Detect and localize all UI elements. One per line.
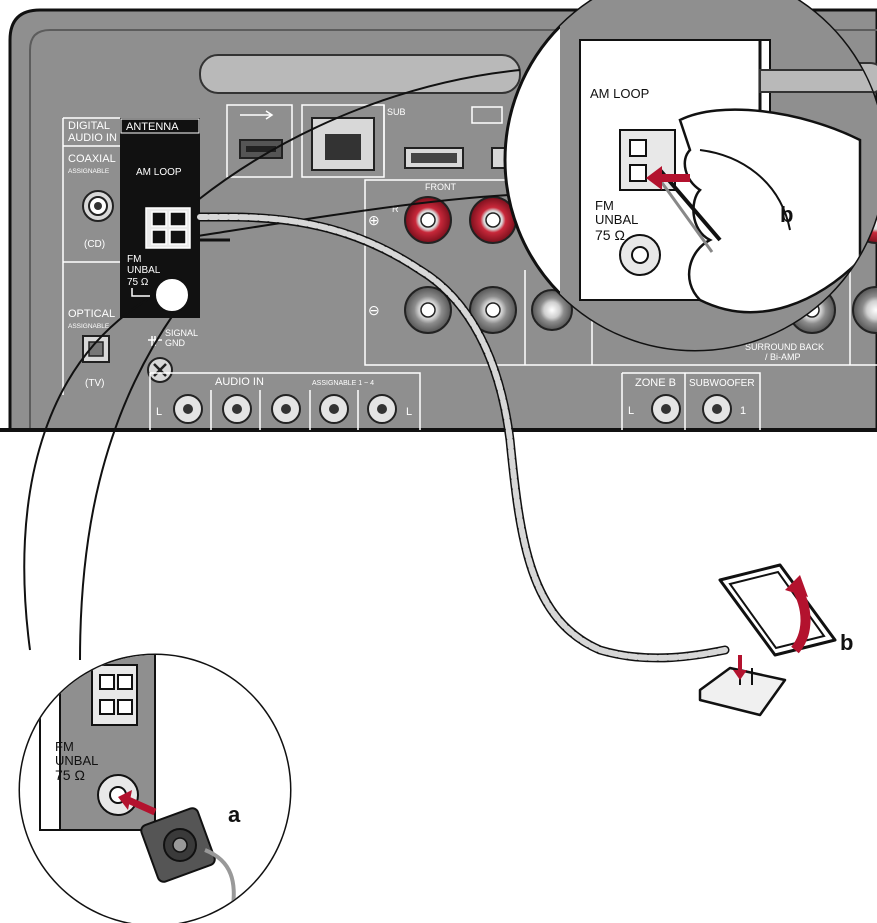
zone-b-label: ZONE B: [635, 377, 676, 389]
optical-input-label: (TV): [85, 378, 104, 389]
front-label: FRONT: [425, 182, 456, 192]
ohm-label: 75 Ω: [127, 277, 149, 288]
zoom-am-loop-label: AM LOOP: [590, 86, 649, 101]
zoom-bot-step-label: a: [228, 802, 241, 827]
digital-label: DIGITAL: [68, 120, 110, 132]
hand-shape: [680, 110, 860, 313]
zoom-am-terminal: [92, 665, 137, 725]
optical-jack: [83, 336, 109, 362]
optical-label: OPTICAL: [68, 308, 115, 320]
surround-back-label: SURROUND BACK: [745, 342, 824, 352]
zoom-bot-fm-label: FM: [55, 739, 74, 754]
audio-in-label: AUDIO IN: [215, 376, 264, 388]
zoom-bot-unbal-label: UNBAL: [55, 753, 98, 768]
zone-b-l-label: L: [628, 405, 634, 417]
am-loop-label: AM LOOP: [136, 167, 182, 178]
coaxial-label: COAXIAL: [68, 153, 116, 165]
antenna-label: ANTENNA: [126, 121, 179, 133]
zoom-bot-ohm-label: 75 Ω: [55, 767, 85, 783]
coaxial-assignable-label: ASSIGNABLE: [68, 168, 110, 175]
am-loop-terminal: [146, 208, 190, 248]
rca-jack-2: [223, 395, 251, 423]
zoom-fm-label: FM: [595, 198, 614, 213]
coaxial-input-label: (CD): [84, 239, 105, 250]
audio-in-l-label: L: [156, 406, 162, 418]
bi-amp-label: / Bi-AMP: [765, 352, 801, 362]
zone-b-jack: [652, 395, 680, 423]
fm-label: FM: [127, 254, 141, 265]
audio-in-label: AUDIO IN: [68, 132, 117, 144]
fm-jack: [155, 278, 189, 312]
gnd-label: GND: [165, 338, 186, 348]
optical-assignable-label: ASSIGNABLE: [68, 323, 110, 330]
signal-label: SIGNAL: [165, 328, 198, 338]
zoom-ohm-label: 75 Ω: [595, 227, 625, 243]
rca-jack-3: [272, 395, 300, 423]
zoom-circle-fm: FM UNBAL 75 Ω a: [20, 640, 300, 923]
assignable-range-label: ASSIGNABLE 1 ~ 4: [312, 380, 374, 387]
rca-jack-1: [174, 395, 202, 423]
zoom-unbal-label: UNBAL: [595, 212, 638, 227]
audio-in-l2-label: L: [406, 406, 412, 418]
unbal-label: UNBAL: [127, 265, 161, 276]
zoom-top-step-label: b: [780, 202, 793, 227]
am-loop-antenna: b: [700, 565, 853, 715]
minus-label: ⊖: [368, 302, 380, 318]
vent-bar-left: [200, 55, 520, 93]
coaxial-jack: [83, 191, 113, 221]
antenna-step-label: b: [840, 630, 853, 655]
subwoofer-label: SUBWOOFER: [689, 378, 755, 389]
sub-1-label: 1: [740, 405, 746, 417]
rca-jack-5: [368, 395, 396, 423]
subwoofer-jack: [703, 395, 731, 423]
sub-label: SUB: [387, 107, 406, 117]
plus-label: ⊕: [368, 212, 380, 228]
antenna-section: ANTENNA AM LOOP FM UNBAL 75 Ω: [120, 118, 200, 318]
rca-jack-4: [320, 395, 348, 423]
